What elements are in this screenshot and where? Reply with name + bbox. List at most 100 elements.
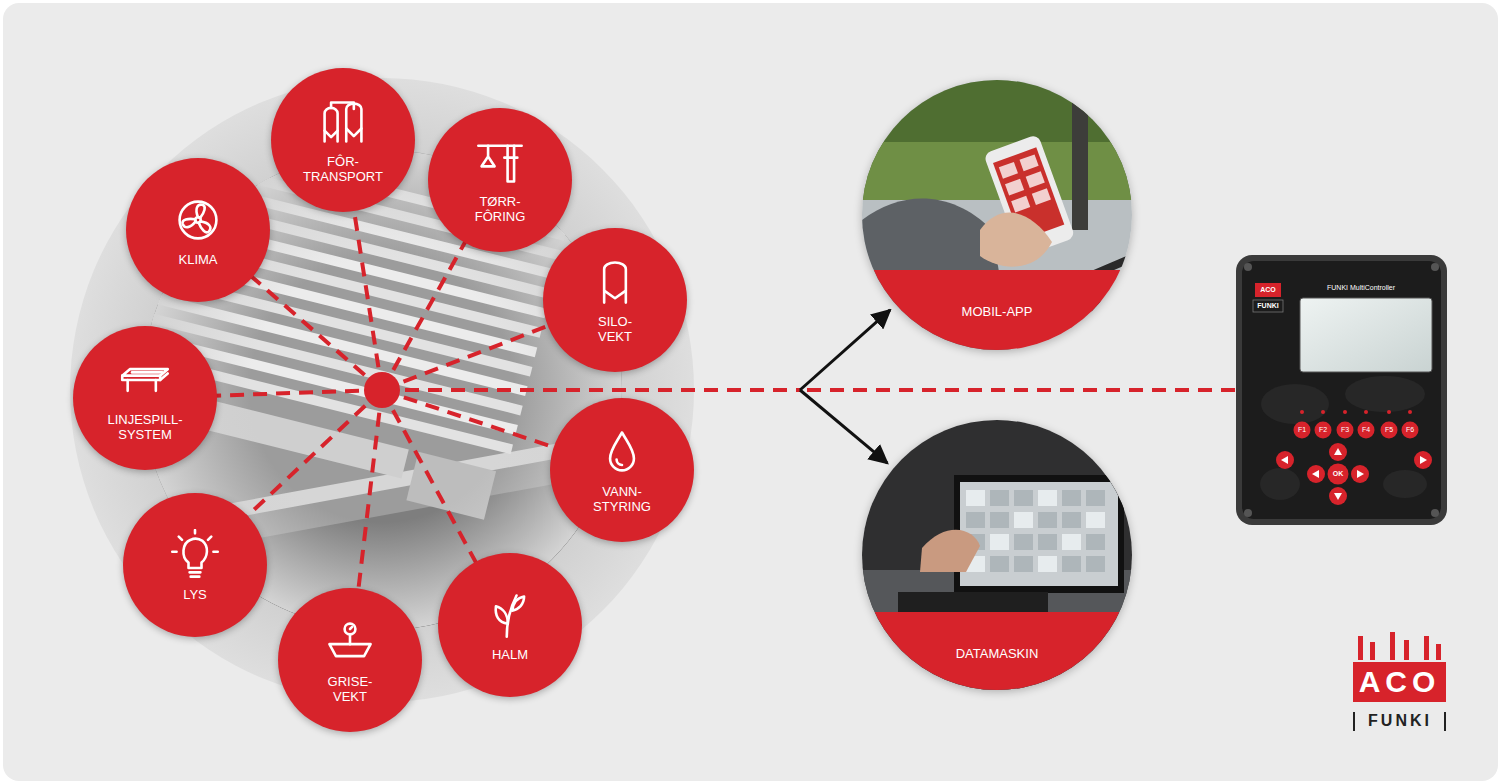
polygon-shape: [1312, 470, 1319, 478]
feature-icon: [474, 136, 526, 188]
path-shape: [350, 627, 352, 629]
circle-shape: [1244, 263, 1252, 271]
controller-text: FUNKI MultiController: [1327, 282, 1437, 294]
label-band: DATAMASKIN: [862, 612, 1132, 690]
circle-shape: [1315, 422, 1332, 439]
rect-shape: [1236, 255, 1447, 525]
path-shape: [196, 204, 204, 217]
path-shape: [172, 530, 218, 552]
rect-shape: [862, 420, 1132, 690]
feature-circle: GRISE- VEKT: [278, 588, 422, 732]
rect-shape: [898, 592, 1048, 612]
circle-shape: [1244, 509, 1252, 517]
circle-shape: [1431, 509, 1439, 517]
feature-circle: TØRR- FÔRING: [428, 108, 572, 252]
circle-shape: [1329, 487, 1347, 505]
ellipse-shape: [1260, 468, 1300, 500]
controller-drawing: [1235, 254, 1448, 526]
controller-text: F5: [1380, 424, 1398, 436]
icon-drawing: [324, 616, 376, 668]
rect-shape: [1353, 662, 1446, 702]
rect-shape: [1038, 512, 1057, 528]
feature-icon: [589, 256, 641, 308]
ellipse-shape: [1345, 376, 1425, 412]
center-dot: [364, 372, 400, 408]
path-shape: [508, 146, 514, 182]
controller-text: F4: [1357, 424, 1375, 436]
feature-circle: KLIMA: [126, 158, 270, 302]
controller-text: F1: [1293, 424, 1311, 436]
rect-shape: [1255, 283, 1281, 297]
controller-text: ACO: [1255, 283, 1281, 297]
line-shape: [1444, 712, 1446, 731]
rect-shape: [990, 534, 1009, 550]
rect-shape: [1390, 632, 1395, 660]
circle-shape: [1294, 422, 1311, 439]
rect-shape: [1358, 636, 1363, 660]
feature-icon: [172, 194, 224, 246]
ellipse-shape: [1261, 384, 1329, 424]
icon-drawing: [119, 354, 171, 406]
background-panel: [3, 3, 1498, 781]
rect-shape: [1011, 196, 1030, 213]
circle-shape: [1351, 465, 1369, 483]
circle-shape: [1300, 410, 1304, 414]
line-shape: [1353, 712, 1355, 731]
circle-shape: [1387, 410, 1391, 414]
path-shape: [504, 156, 517, 159]
feature-circle: SILO- VEKT: [543, 228, 687, 372]
controller-text: F6: [1401, 424, 1419, 436]
polygon-shape: [1334, 448, 1342, 455]
rect-shape: [1072, 80, 1088, 230]
path-shape: [132, 371, 162, 374]
path-shape: [980, 213, 1052, 267]
rect-shape: [1436, 644, 1441, 660]
path-shape: [331, 103, 354, 110]
circle-shape: [1337, 422, 1354, 439]
feature-icon: [169, 529, 221, 581]
rect-shape: [1062, 490, 1081, 506]
feature-icon: [317, 96, 369, 148]
controller-text: F3: [1336, 424, 1354, 436]
rect-shape: [954, 475, 1124, 593]
rect-shape: [1014, 512, 1033, 528]
circle-shape: [1431, 263, 1439, 271]
dashed-link: [800, 388, 1235, 392]
path-shape: [325, 108, 338, 142]
circle-shape: [180, 201, 217, 238]
controller-device: ACOFUNKIFUNKI MultiControllerF1F2F3F4F5F…: [1235, 254, 1448, 526]
dashed-link: [800, 388, 1235, 392]
circle-shape: [1307, 465, 1325, 483]
rect-shape: [966, 490, 985, 506]
rect-shape: [1370, 642, 1375, 660]
path-shape: [482, 146, 495, 167]
rect-shape: [1062, 534, 1081, 550]
rect-shape: [1038, 534, 1057, 550]
controller-text: F2: [1314, 424, 1332, 436]
feature-icon: [324, 616, 376, 668]
path-shape: [197, 219, 212, 233]
path-shape: [610, 433, 634, 471]
mobile-app-circle: MOBIL-APP: [862, 80, 1132, 350]
rect-shape: [1014, 534, 1033, 550]
rect-shape: [862, 80, 1132, 350]
circle-shape: [1402, 422, 1419, 439]
feature-circle: FÔR- TRANSPORT: [271, 68, 415, 212]
feature-label: SILO- VEKT: [598, 314, 632, 344]
path-shape: [349, 634, 352, 644]
polygon-shape: [1334, 493, 1342, 500]
path-shape: [617, 460, 622, 465]
rect-shape: [990, 512, 1009, 528]
rect-shape: [1032, 188, 1051, 205]
path-shape: [920, 530, 980, 572]
circle-shape: [1328, 464, 1349, 485]
circle-shape: [1276, 451, 1294, 469]
circle-shape: [1343, 410, 1347, 414]
path-shape: [160, 374, 168, 381]
feature-label: HALM: [492, 647, 528, 662]
rect-shape: [1014, 556, 1033, 572]
circle-shape: [345, 624, 356, 635]
rect-shape: [1014, 490, 1033, 506]
rect-shape: [1086, 556, 1105, 572]
